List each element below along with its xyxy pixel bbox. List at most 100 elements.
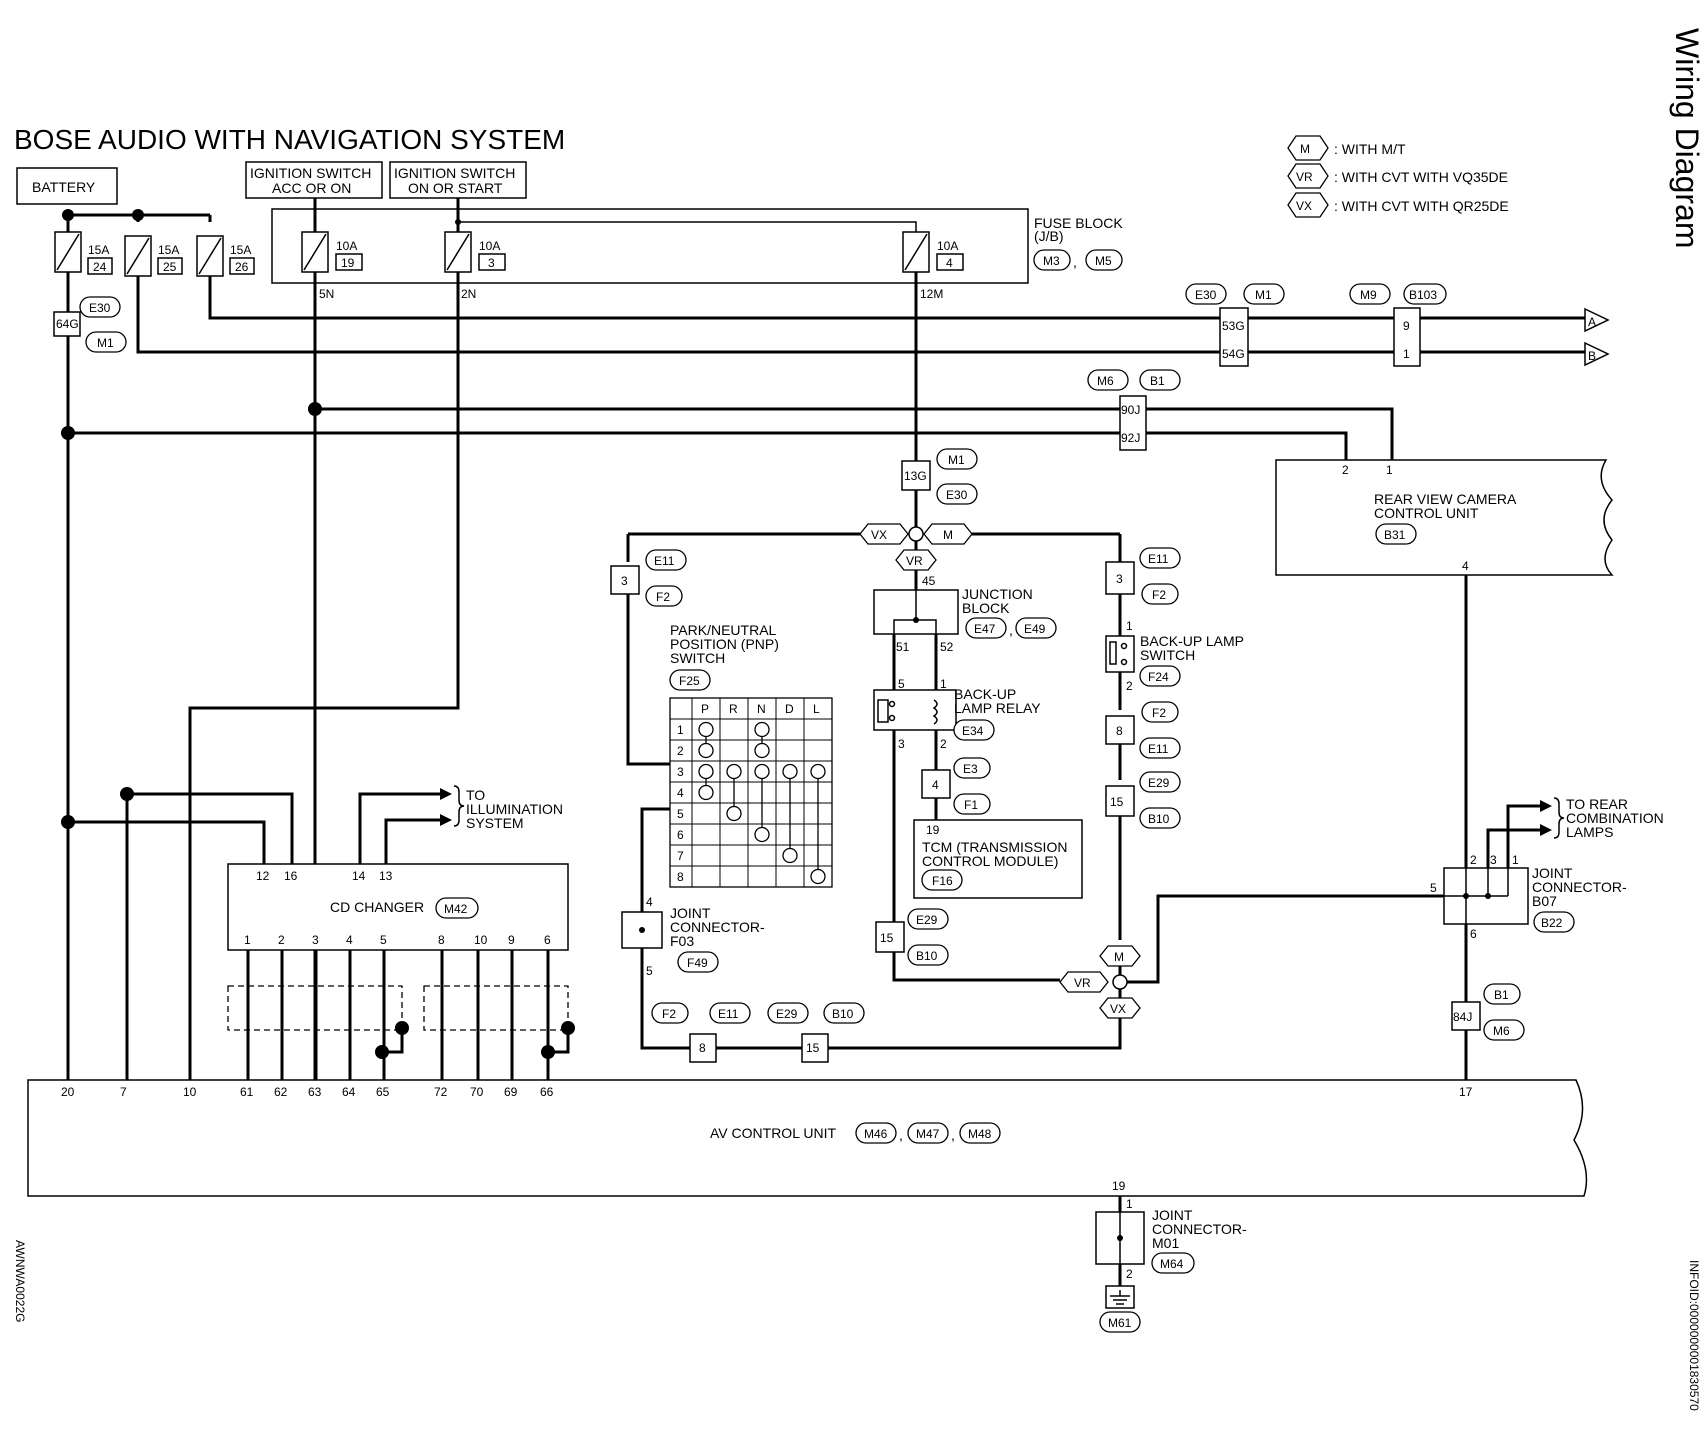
term-15-r-box — [1105, 785, 1135, 817]
fuse-26-num-box — [229, 257, 255, 275]
pnp-row-label: 5 — [677, 807, 684, 821]
shield-1 — [227, 985, 403, 1031]
fuse-26-num: 26 — [235, 260, 249, 274]
term-64g: 64G — [56, 317, 79, 331]
conn-f24-label: F24 — [1148, 670, 1169, 684]
fuse-3-num: 3 — [488, 256, 495, 270]
bracket — [1553, 797, 1565, 839]
legend: M : WITH M/T VR : WITH CVT WITH VQ35DE V… — [1287, 135, 1509, 218]
relay-coil — [932, 699, 938, 725]
conn-m47 — [907, 1122, 949, 1144]
jb-label-1: JUNCTION — [962, 586, 1033, 602]
conn-m3-label: M3 — [1043, 254, 1060, 268]
av-pin-label: 66 — [540, 1085, 554, 1099]
jf03-pin-3: 5 — [646, 964, 653, 978]
conn-m64 — [1151, 1252, 1195, 1274]
junction-dot — [455, 219, 461, 225]
jf03-pin-4: 4 — [646, 895, 653, 909]
conn-m6 — [1087, 369, 1129, 391]
pnp-header: L — [813, 702, 820, 716]
conn-f2-l-label: F2 — [656, 590, 670, 604]
conn-b22 — [1533, 911, 1575, 933]
fuse-3-num-box — [478, 253, 506, 271]
cd-pin-label: 2 — [278, 933, 285, 947]
conn-e11-l — [645, 549, 687, 571]
conn-e29-c — [907, 908, 949, 930]
opt-vx-top-label: VX — [871, 528, 887, 542]
wire-left-loop — [626, 534, 670, 766]
ign-acc-label-2: ACC OR ON — [272, 180, 351, 196]
fuse-26-amp: 15A — [230, 243, 251, 257]
term-4-tcm-box — [921, 769, 951, 799]
conn-f2-r2 — [1141, 701, 1179, 723]
conn-b31-label: B31 — [1384, 528, 1406, 542]
av-pin-label: 63 — [308, 1085, 322, 1099]
conn-m6-label: M6 — [1097, 374, 1114, 388]
to-illum-1: TO — [466, 787, 485, 803]
pnp-contact — [754, 826, 770, 843]
conn-f1-label: F1 — [964, 798, 978, 812]
relay-label-1: BACK-UP — [954, 686, 1016, 702]
conn-m61-label: M61 — [1108, 1316, 1132, 1330]
jf03-label-2: CONNECTOR- — [670, 919, 765, 935]
av-pin-label: 65 — [376, 1085, 390, 1099]
pnp-row-label: 2 — [677, 744, 684, 758]
cd-pin-label: 9 — [508, 933, 515, 947]
conn-f25-label: F25 — [679, 674, 700, 688]
conn-f24 — [1139, 665, 1181, 687]
conn-m9 — [1349, 283, 1391, 305]
bsw-pin-1: 1 — [1126, 619, 1133, 633]
legend-code-vr: VR — [1296, 170, 1313, 184]
term-9: 9 — [1403, 319, 1410, 333]
ign-on-label-2: ON OR START — [408, 180, 503, 196]
conn-e11-r-label: E11 — [1148, 552, 1169, 566]
conn-e30-c-label: E30 — [946, 488, 968, 502]
relay-pin-2: 2 — [940, 737, 947, 751]
conn-f16-label: F16 — [932, 874, 953, 888]
wire-to-b — [136, 276, 1585, 354]
fuse-19-link — [303, 233, 327, 271]
conn-e3 — [953, 757, 991, 779]
conn-f2-r — [1141, 583, 1179, 605]
pnp-table-frame — [669, 697, 833, 888]
jb07-pin-2: 2 — [1470, 853, 1477, 867]
legend-code-vx: VX — [1296, 199, 1312, 213]
term-1: 1 — [1403, 347, 1410, 361]
junction-node — [908, 526, 924, 542]
term-13g: 13G — [904, 469, 927, 483]
jm01-label-1: JOINT — [1152, 1207, 1193, 1223]
term-8-r-box — [1105, 715, 1135, 745]
conn-m48-label: M48 — [968, 1127, 992, 1141]
conn-b10-r-label: B10 — [1148, 812, 1170, 826]
conn-e49 — [1015, 617, 1057, 639]
jb-pin-51: 51 — [896, 640, 910, 654]
av-pin-label: 64 — [342, 1085, 356, 1099]
to-rear-2: COMBINATION — [1566, 810, 1664, 826]
opt-vx-bottom — [1099, 997, 1141, 1019]
fuse-24-link — [56, 233, 80, 271]
ign-on-label-1: IGNITION SWITCH — [394, 165, 515, 181]
pnp-contact — [698, 742, 714, 759]
bsw-pin-2: 2 — [1126, 679, 1133, 693]
tcm-label-2: CONTROL MODULE) — [922, 853, 1058, 869]
conn-m6-b-label: M6 — [1493, 1024, 1510, 1038]
av-pin-label: 72 — [434, 1085, 448, 1099]
fuse-24-amp: 15A — [88, 243, 109, 257]
arrow-head — [440, 788, 452, 800]
term-84j-box — [1451, 1001, 1481, 1031]
to-rear-3: LAMPS — [1566, 824, 1613, 840]
bsw-label-1: BACK-UP LAMP — [1140, 633, 1244, 649]
tcm-label-1: TCM (TRANSMISSION — [922, 839, 1067, 855]
conn-m47-label: M47 — [916, 1127, 940, 1141]
conn-b103-label: B103 — [1409, 288, 1437, 302]
pnp-contact — [754, 763, 770, 780]
fuse-19-amp: 10A — [336, 239, 357, 253]
ref-left: AWNWA0022G — [13, 1240, 27, 1322]
conn-f2-l — [645, 585, 683, 607]
conn-e29-b-label: E29 — [776, 1007, 798, 1021]
cd-pin-label: 5 — [380, 933, 387, 947]
pnp-row-label: 4 — [677, 786, 684, 800]
fuse-4-num-box — [936, 253, 964, 271]
term-8-r: 8 — [1116, 724, 1123, 738]
